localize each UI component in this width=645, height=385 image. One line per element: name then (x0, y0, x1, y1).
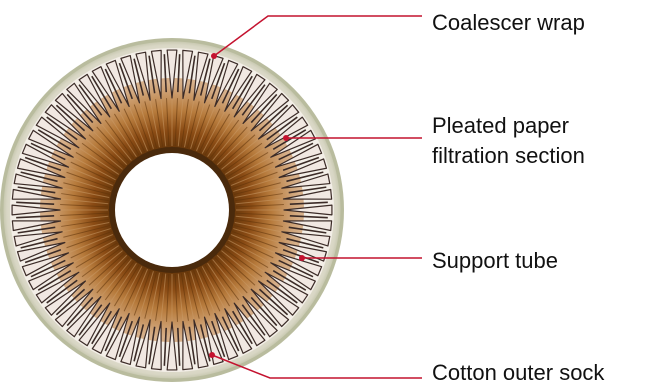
label-cotton-outer-sock: Cotton outer sock (432, 360, 605, 385)
leader-dot-support-tube (299, 255, 305, 261)
label-pleated-paper: Pleated paper filtration section (432, 113, 585, 168)
label-pleated-paper-line-2: filtration section (432, 143, 585, 168)
label-pleated-paper-line-1: Pleated paper (432, 113, 569, 138)
leader-dot-coalescer-wrap (211, 53, 217, 59)
center-bore (115, 153, 229, 267)
leader-line-coalescer-wrap (214, 16, 422, 56)
leader-dot-cotton-sock (209, 352, 215, 358)
label-coalescer-wrap: Coalescer wrap (432, 10, 585, 35)
label-support-tube: Support tube (432, 248, 558, 273)
leader-dot-pleated-paper (283, 135, 289, 141)
